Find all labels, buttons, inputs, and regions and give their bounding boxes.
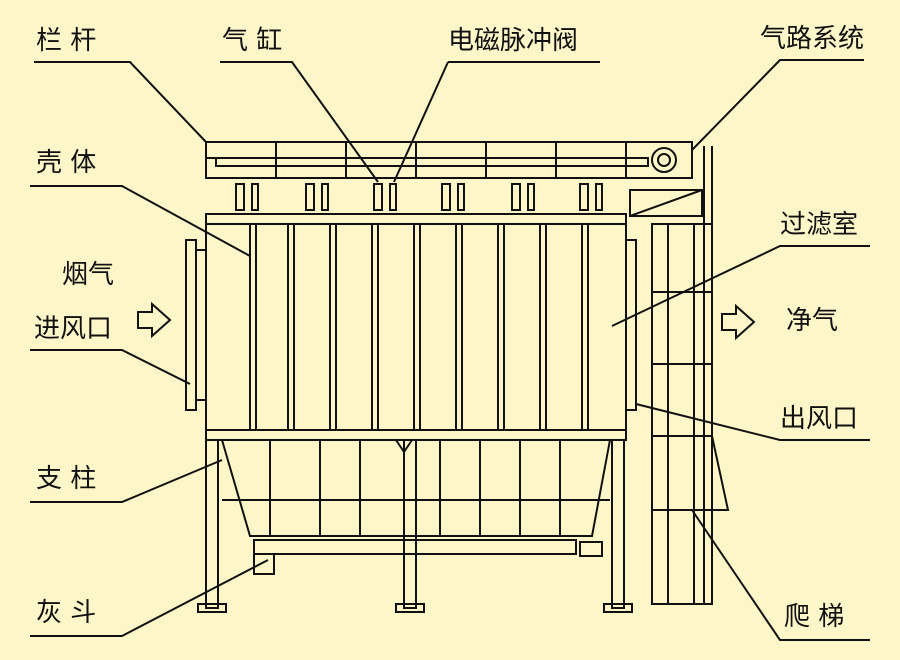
label-hopper: 灰 斗 [36,598,97,628]
inlet-flange [185,239,197,411]
label-filter-chamber: 过滤室 [780,210,859,240]
air-system-coil [651,147,677,173]
label-flue-gas: 烟气 [62,260,115,290]
left-column [205,439,219,609]
ladder [651,146,730,605]
right-column [611,439,625,609]
label-solenoid-valve: 电磁脉冲阀 [448,26,579,56]
hopper [221,439,611,537]
label-shell: 壳 体 [36,148,97,178]
label-ladder: 爬 梯 [784,602,845,632]
label-clean-gas: 净气 [786,306,839,336]
blowpipe [215,157,649,167]
outlet-flange [625,239,637,411]
top-plate [205,213,627,225]
label-railing: 栏 杆 [36,26,97,56]
filter-bags [249,224,589,430]
motor [253,553,275,575]
label-column: 支 柱 [36,464,97,494]
outlet-arrow-icon [721,303,756,341]
label-air-system: 气路系统 [760,24,865,54]
label-cylinder: 气 缸 [222,26,283,56]
label-outlet: 出风口 [780,404,859,434]
shell-body [205,223,627,431]
label-inlet: 进风口 [34,314,113,344]
bottom-plate [205,429,627,441]
pulse-valves [235,183,603,211]
middle-column [403,439,417,609]
leader-lines [30,59,870,641]
inlet-arrow-icon [137,301,172,339]
